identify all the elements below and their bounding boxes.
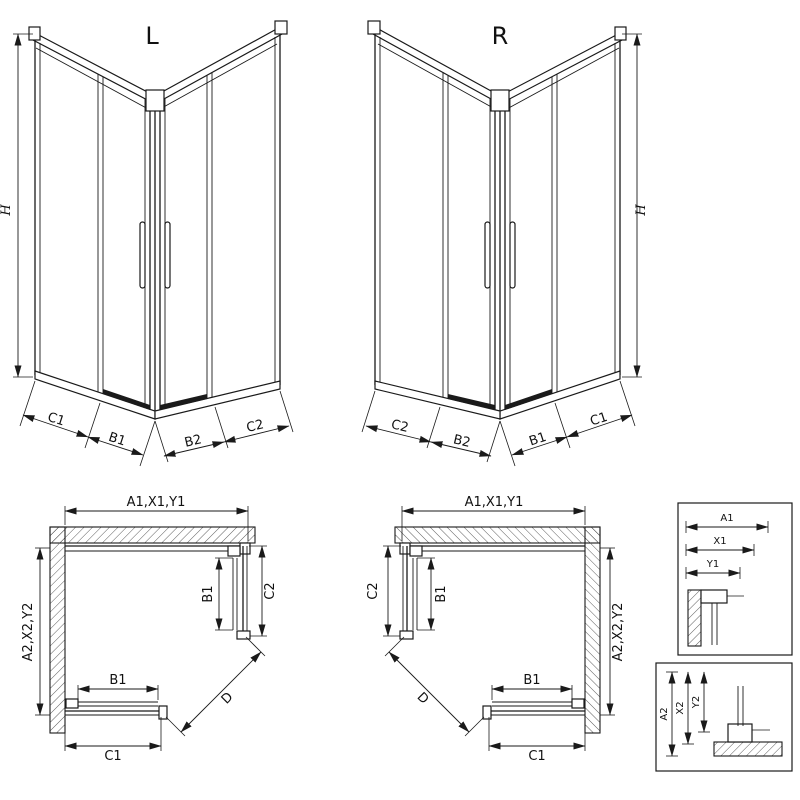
dim-label-a2-plan-right: A2,X2,Y2: [611, 603, 626, 662]
iso-right-labels: R H C2 B2 B1 C1: [390, 22, 649, 451]
detail-label-a1: A1: [720, 513, 733, 524]
iso-left-geometry: [13, 20, 294, 467]
detail-label-y2: Y2: [691, 696, 702, 709]
dim-label-c2-left: C2: [245, 417, 265, 436]
detail-label-x1: X1: [713, 536, 726, 547]
dim-label-c1-right: C1: [588, 410, 609, 430]
dim-label-h-left: H: [0, 204, 14, 217]
view-label-left: L: [145, 22, 159, 50]
dim-label-a1-plan-right: A1,X1,Y1: [465, 495, 524, 510]
detail-bottom-view: A2 X2 Y2: [655, 662, 793, 772]
view-label-right: R: [492, 22, 509, 50]
dim-label-c1-left: C1: [46, 410, 67, 430]
dim-label-h-right: H: [634, 204, 649, 217]
dim-label-b1-bottom-plan-left: B1: [109, 673, 126, 688]
plan-left-labels: A1,X1,Y1 A2,X2,Y2 B1 C2 B1 C1 D: [21, 495, 278, 764]
dim-label-c1-plan-right: C1: [528, 749, 545, 764]
dim-label-b1-bottom-plan-right: B1: [523, 673, 540, 688]
dim-label-b1-right: B1: [527, 430, 548, 450]
plan-left-geometry: [35, 506, 267, 751]
dim-label-b2-left: B2: [183, 432, 203, 450]
dim-label-b1-side-plan-right: B1: [434, 585, 449, 602]
dim-label-b1-side-plan-left: B1: [201, 585, 216, 602]
dim-label-a1-plan-left: A1,X1,Y1: [127, 495, 186, 510]
detail-label-a2: A2: [659, 707, 670, 720]
dim-label-c2-plan-right: C2: [366, 582, 381, 599]
detail-label-y1: Y1: [706, 559, 719, 570]
dim-label-b1-left: B1: [107, 430, 128, 450]
dim-label-c2-plan-left: C2: [263, 582, 278, 599]
detail-top-view: A1 X1 Y1: [677, 502, 793, 656]
dim-label-a2-plan-left: A2,X2,Y2: [21, 603, 36, 662]
detail-label-x2: X2: [675, 701, 686, 714]
dim-label-b2-right: B2: [452, 432, 472, 450]
iso-left-labels: L H C1 B1 B2 C2: [0, 22, 265, 451]
dim-label-c2-right: C2: [390, 417, 410, 436]
dim-label-c1-plan-left: C1: [104, 749, 121, 764]
